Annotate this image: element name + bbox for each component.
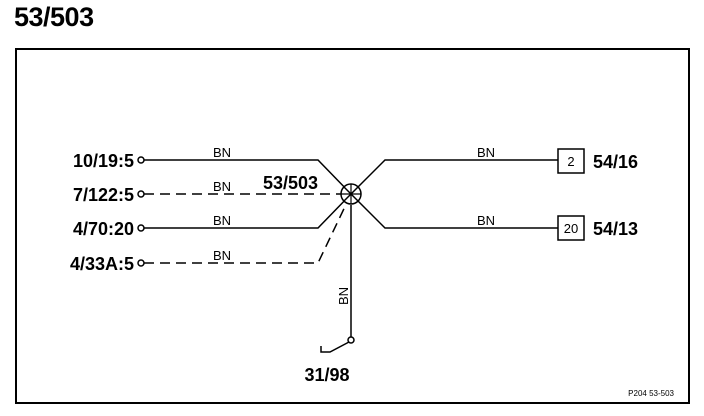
left-connector-2: 7/122:5 BN [73,179,343,205]
terminal-icon [347,336,355,344]
ground-connection: BN 31/98 [304,205,355,385]
left-connector-3: 4/70:20 BN [73,193,352,239]
connector-label: 54/16 [593,152,638,172]
splice-point: 53/503 [263,173,362,205]
wire-line [144,159,352,195]
wire-color-label: BN [213,248,231,263]
connector-label: 10/19:5 [73,151,134,171]
terminal-icon [137,156,145,164]
wire-color-label: BN [213,213,231,228]
terminal-icon [137,224,145,232]
connector-label: 4/70:20 [73,219,134,239]
wire-color-label: BN [336,287,351,305]
terminal-icon [137,190,145,198]
left-connector-4: 4/33A:5 BN [70,193,352,274]
wire-line [144,193,352,229]
wire-color-label: BN [477,213,495,228]
diagram-frame [15,48,690,404]
page-title: 53/503 [14,2,94,32]
terminal-icon [137,259,145,267]
wire-line [350,159,558,195]
splice-label: 53/503 [263,173,318,193]
wire-color-label: BN [213,145,231,160]
wire-color-label: BN [477,145,495,160]
wire-color-label: BN [213,179,231,194]
ground-label: 31/98 [304,365,349,385]
connector-label: 7/122:5 [73,185,134,205]
connector-label: 4/33A:5 [70,254,134,274]
wire-line [350,193,558,229]
connector-label: 54/13 [593,219,638,239]
pin-box [557,215,585,241]
wire-line [144,193,352,264]
right-connector-2: BN 20 54/13 [350,193,638,241]
right-connector-1: BN 2 54/16 [350,145,638,195]
left-connector-1: 10/19:5 BN [73,145,352,195]
pin-box [557,148,585,174]
ground-icon [320,341,350,353]
reference-code: P204 53-503 [628,389,674,398]
pin-number: 2 [567,154,574,169]
pin-number: 20 [564,221,578,236]
